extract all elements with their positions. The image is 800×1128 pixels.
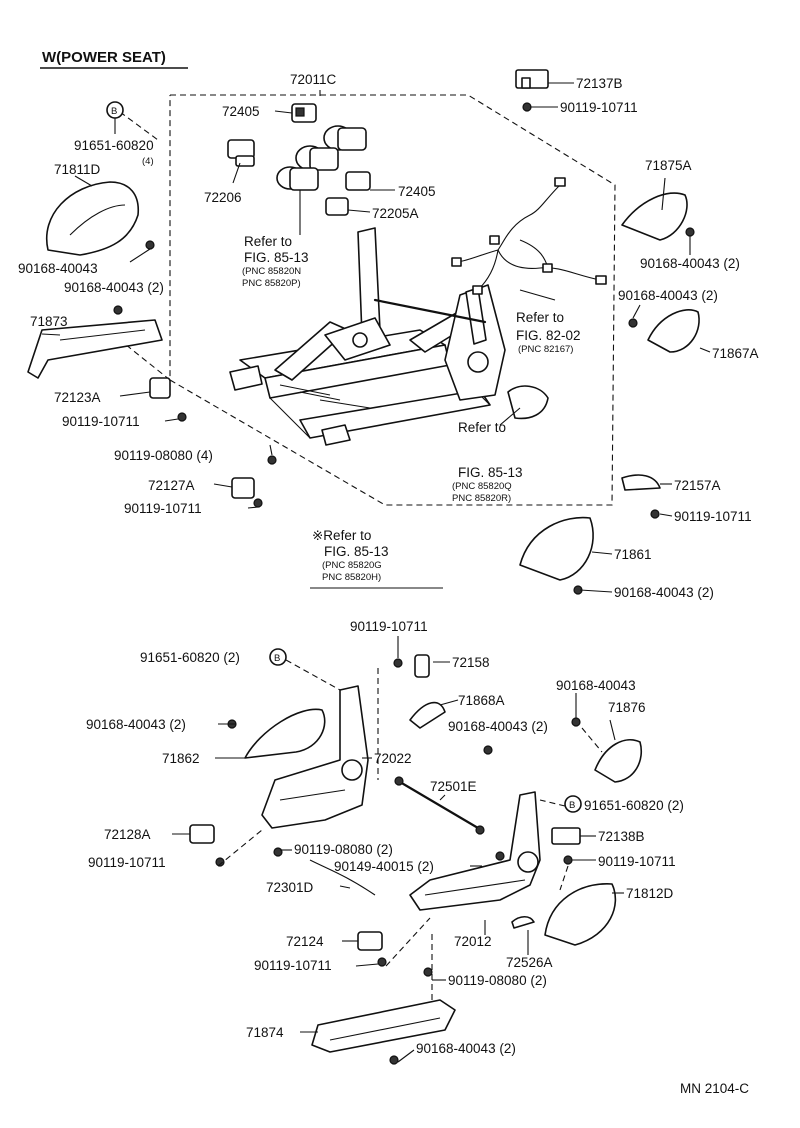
label-fig-85-13-a: FIG. 85-13 bbox=[244, 250, 309, 265]
label-pnc-85820P: PNC 85820P) bbox=[242, 278, 301, 289]
label-72405-b: 72405 bbox=[398, 184, 436, 199]
label-90119-08080-c: 90119-08080 (2) bbox=[448, 973, 547, 988]
circle-b-mark-lower-left: B bbox=[274, 653, 280, 664]
label-pnc-85820Q: (PNC 85820Q bbox=[452, 481, 512, 492]
label-72526A: 72526A bbox=[506, 955, 553, 970]
diagram-title: W(POWER SEAT) bbox=[42, 49, 166, 66]
label-90149-40015: 90149-40015 (2) bbox=[334, 859, 434, 874]
label-72022: 72022 bbox=[374, 751, 412, 766]
label-72205A: 72205A bbox=[372, 206, 419, 221]
label-90168-40043-c: 90168-40043 (2) bbox=[64, 280, 164, 295]
label-90119-10711-h: 90119-10711 bbox=[254, 958, 332, 973]
label-refer-to-2: Refer to bbox=[516, 310, 564, 325]
label-90168-40043-i: 90168-40043 (2) bbox=[416, 1041, 516, 1056]
label-90168-40043-e: 90168-40043 (2) bbox=[614, 585, 714, 600]
label-90119-10711-a: 90119-10711 bbox=[560, 100, 638, 115]
label-72501E: 72501E bbox=[430, 779, 477, 794]
label-71875A: 71875A bbox=[645, 158, 692, 173]
label-90168-40043-d: 90168-40043 (2) bbox=[618, 288, 718, 303]
label-90168-40043-a: 90168-40043 bbox=[18, 261, 98, 276]
label-72137B: 72137B bbox=[576, 76, 623, 91]
label-fig-85-13-b: FIG. 85-13 bbox=[458, 465, 523, 480]
label-72011C: 72011C bbox=[290, 72, 337, 87]
label-91651-60820-b: 91651-60820 (2) bbox=[140, 650, 240, 665]
label-90119-10711-e: 90119-10711 bbox=[350, 619, 428, 634]
label-90119-10711-d: 90119-10711 bbox=[674, 509, 752, 524]
lower-assembly bbox=[189, 654, 642, 1065]
label-90168-40043-g: 90168-40043 (2) bbox=[86, 717, 186, 732]
label-90168-40043-h: 90168-40043 (2) bbox=[448, 719, 548, 734]
label-72405-a: 72405 bbox=[222, 104, 260, 119]
label-90119-10711-b: 90119-10711 bbox=[62, 414, 140, 429]
label-90119-10711-g: 90119-10711 bbox=[598, 854, 676, 869]
right-covers-upper bbox=[499, 192, 700, 581]
label-91651-60820: 91651-60820 bbox=[74, 138, 154, 153]
label-fig-85-13-c: FIG. 85-13 bbox=[324, 544, 389, 559]
label-71812D: 71812D bbox=[626, 886, 674, 901]
left-covers-upper bbox=[27, 181, 163, 379]
label-90119-10711-f: 90119-10711 bbox=[88, 855, 166, 870]
label-72124: 72124 bbox=[286, 934, 324, 949]
label-72301D: 72301D bbox=[266, 880, 314, 895]
label-72123A: 72123A bbox=[54, 390, 101, 405]
label-72206: 72206 bbox=[204, 190, 242, 205]
label-71867A: 71867A bbox=[712, 346, 759, 361]
label-71873: 71873 bbox=[30, 314, 68, 329]
leader-lines bbox=[41, 82, 711, 1063]
label-pnc-82167: (PNC 82167) bbox=[518, 344, 573, 355]
label-refer-to-1: Refer to bbox=[244, 234, 292, 249]
label-refer-to-3: Refer to bbox=[458, 420, 506, 435]
part-labels: 72011C 72137B 90119-10711 91651-60820 (4… bbox=[18, 72, 759, 1096]
label-90119-08080-b: 90119-08080 (2) bbox=[294, 842, 393, 857]
label-90119-10711-c: 90119-10711 bbox=[124, 501, 202, 516]
label-90119-08080-a: 90119-08080 (4) bbox=[114, 448, 213, 463]
label-71876: 71876 bbox=[608, 700, 646, 715]
circle-b-mark-lower-right: B bbox=[569, 800, 575, 811]
wire-harness bbox=[451, 177, 607, 295]
label-72012: 72012 bbox=[454, 934, 492, 949]
seat-frame-upper bbox=[229, 227, 506, 446]
footer-code: MN 2104-C bbox=[680, 1081, 749, 1096]
small-parts-upper: B bbox=[106, 69, 695, 813]
label-pnc-85820G: (PNC 85820G bbox=[322, 560, 382, 571]
label-71874: 71874 bbox=[246, 1025, 284, 1040]
label-refer-to-star: ※Refer to bbox=[312, 528, 371, 543]
label-90168-40043-f: 90168-40043 bbox=[556, 678, 636, 693]
label-pnc-85820H: PNC 85820H) bbox=[322, 572, 381, 583]
label-72138B: 72138B bbox=[598, 829, 645, 844]
label-fig-82-02: FIG. 82-02 bbox=[516, 328, 581, 343]
label-pnc-85820N: (PNC 85820N bbox=[242, 266, 301, 277]
label-72128A: 72128A bbox=[104, 827, 151, 842]
label-71861: 71861 bbox=[614, 547, 652, 562]
label-90168-40043-b: 90168-40043 (2) bbox=[640, 256, 740, 271]
label-qty-4-a: (4) bbox=[142, 156, 154, 167]
label-71868A: 71868A bbox=[458, 693, 505, 708]
label-91651-60820-c: 91651-60820 (2) bbox=[584, 798, 684, 813]
label-71862: 71862 bbox=[162, 751, 200, 766]
label-pnc-85820R: PNC 85820R) bbox=[452, 493, 511, 504]
svg-text:B: B bbox=[111, 106, 117, 117]
label-71811D: 71811D bbox=[54, 162, 101, 177]
label-72127A: 72127A bbox=[148, 478, 195, 493]
label-72158: 72158 bbox=[452, 655, 490, 670]
label-72157A: 72157A bbox=[674, 478, 721, 493]
motor-parts bbox=[227, 103, 371, 216]
